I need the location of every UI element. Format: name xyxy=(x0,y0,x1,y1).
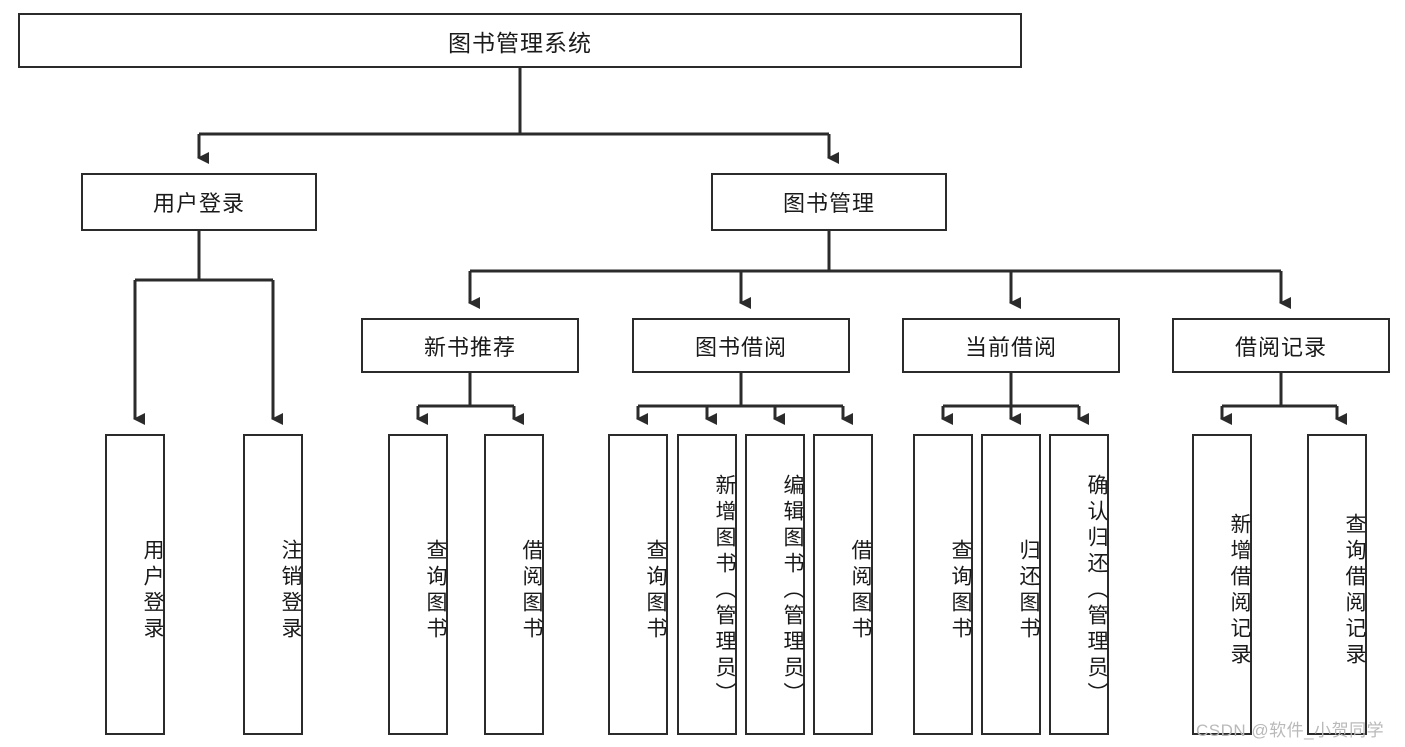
watermark: CSDN @软件_小贺同学 xyxy=(1196,721,1385,740)
node-leaf-query-book-borrow-label: 查询图书 xyxy=(644,538,667,643)
node-user-login[interactable]: 用户登录 xyxy=(81,173,317,231)
node-new-book-rec[interactable]: 新书推荐 xyxy=(361,318,579,373)
node-leaf-add-record[interactable]: 新增借阅记录 xyxy=(1192,434,1252,735)
node-leaf-edit-book-label: 编辑图书（管理员） xyxy=(781,473,804,708)
node-user-login-label: 用户登录 xyxy=(152,191,245,216)
node-leaf-query-book-rec[interactable]: 查询图书 xyxy=(388,434,448,735)
node-leaf-borrow-book-label: 借阅图书 xyxy=(849,538,872,643)
node-current-borrow-label: 当前借阅 xyxy=(964,334,1057,360)
node-root-label: 图书管理系统 xyxy=(448,29,592,56)
node-book-borrow-label: 图书借阅 xyxy=(694,334,787,360)
node-leaf-query-book-current[interactable]: 查询图书 xyxy=(913,434,973,735)
node-leaf-query-book-borrow[interactable]: 查询图书 xyxy=(608,434,668,735)
node-leaf-add-record-label: 新增借阅记录 xyxy=(1228,512,1251,669)
node-leaf-edit-book[interactable]: 编辑图书（管理员） xyxy=(745,434,805,735)
node-leaf-borrow-book[interactable]: 借阅图书 xyxy=(813,434,873,735)
node-leaf-user-login[interactable]: 用户登录 xyxy=(105,434,165,735)
node-current-borrow[interactable]: 当前借阅 xyxy=(902,318,1120,373)
node-leaf-add-book-label: 新增图书（管理员） xyxy=(713,473,736,708)
node-book-manage[interactable]: 图书管理 xyxy=(711,173,947,231)
node-root[interactable]: 图书管理系统 xyxy=(18,13,1022,68)
node-leaf-borrow-book-rec[interactable]: 借阅图书 xyxy=(484,434,544,735)
node-leaf-confirm-return[interactable]: 确认归还（管理员） xyxy=(1049,434,1109,735)
node-leaf-add-book[interactable]: 新增图书（管理员） xyxy=(677,434,737,735)
node-leaf-query-record-label: 查询借阅记录 xyxy=(1343,512,1366,669)
node-borrow-record-label: 借阅记录 xyxy=(1234,334,1327,360)
node-leaf-user-login-label: 用户登录 xyxy=(141,538,164,643)
node-leaf-query-record[interactable]: 查询借阅记录 xyxy=(1307,434,1367,735)
node-new-book-rec-label: 新书推荐 xyxy=(423,334,516,360)
node-borrow-record[interactable]: 借阅记录 xyxy=(1172,318,1390,373)
node-leaf-borrow-book-rec-label: 借阅图书 xyxy=(520,538,543,643)
node-leaf-logout[interactable]: 注销登录 xyxy=(243,434,303,735)
node-leaf-confirm-return-label: 确认归还（管理员） xyxy=(1085,473,1108,708)
node-leaf-logout-label: 注销登录 xyxy=(279,538,302,643)
node-book-manage-label: 图书管理 xyxy=(782,191,875,216)
node-book-borrow[interactable]: 图书借阅 xyxy=(632,318,850,373)
node-leaf-query-book-current-label: 查询图书 xyxy=(949,538,972,643)
node-leaf-return-book[interactable]: 归还图书 xyxy=(981,434,1041,735)
node-leaf-return-book-label: 归还图书 xyxy=(1017,538,1040,643)
node-leaf-query-book-rec-label: 查询图书 xyxy=(424,538,447,643)
